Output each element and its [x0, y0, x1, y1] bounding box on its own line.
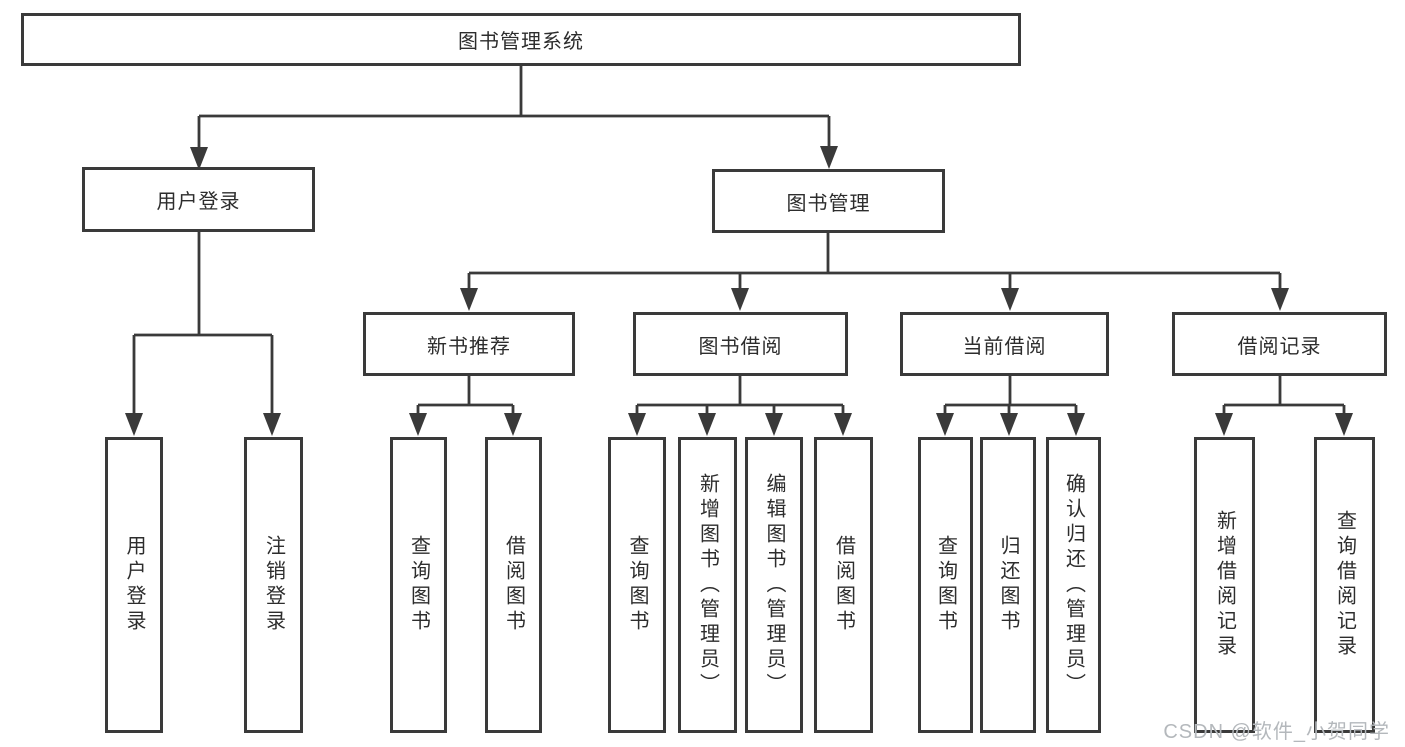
leaf-cur-query-books-label: 查询图书	[934, 535, 957, 635]
leaf-user-logout-label: 注销登录	[262, 535, 285, 635]
leaf-cur-return-books-label: 归还图书	[997, 535, 1019, 635]
arrowhead-icon	[1335, 413, 1353, 436]
leaf-cur-query-books: 查询图书	[918, 437, 973, 733]
leaf-hist-add-record-label: 新增借阅记录	[1213, 510, 1236, 660]
arrowhead-icons	[125, 146, 1353, 436]
arrowhead-icon	[460, 288, 478, 311]
leaf-bor-edit-books-admin-label: 编辑图书（管理员）	[763, 472, 785, 698]
leaf-user-login: 用户登录	[105, 437, 163, 733]
node-user-login: 用户登录	[82, 167, 315, 232]
connector-paths	[132, 66, 1346, 416]
leaf-user-logout: 注销登录	[244, 437, 303, 733]
leaf-rec-query-books-label: 查询图书	[407, 535, 430, 635]
node-book-borrow: 图书借阅	[633, 312, 848, 376]
node-book-borrow-label: 图书借阅	[698, 335, 783, 358]
arrowhead-icon	[1001, 288, 1019, 311]
node-book-management-label: 图书管理	[786, 192, 871, 215]
csdn-watermark: CSDN @软件_小贺同学	[1163, 721, 1390, 743]
leaf-bor-borrow-books: 借阅图书	[814, 437, 873, 733]
leaf-bor-borrow-books-label: 借阅图书	[832, 535, 855, 635]
arrowhead-icon	[936, 413, 954, 436]
arrowhead-icon	[190, 147, 208, 170]
node-root: 图书管理系统	[21, 13, 1021, 66]
node-new-book-recommend: 新书推荐	[363, 312, 575, 376]
arrowhead-icon	[1215, 413, 1233, 436]
leaf-bor-query-books: 查询图书	[608, 437, 666, 733]
leaf-hist-query-record: 查询借阅记录	[1314, 437, 1375, 733]
leaf-bor-add-books-admin-label: 新增图书（管理员）	[696, 472, 719, 698]
leaf-rec-query-books: 查询图书	[390, 437, 447, 733]
arrowhead-icon	[628, 413, 646, 436]
node-borrow-records: 借阅记录	[1172, 312, 1387, 376]
arrowhead-icon	[263, 413, 281, 436]
leaf-cur-return-books: 归还图书	[980, 437, 1036, 733]
leaf-hist-add-record: 新增借阅记录	[1194, 437, 1255, 733]
leaf-bor-query-books-label: 查询图书	[626, 535, 648, 635]
leaf-bor-add-books-admin: 新增图书（管理员）	[678, 437, 737, 733]
node-borrow-records-label: 借阅记录	[1237, 335, 1322, 358]
arrowhead-icon	[125, 413, 143, 436]
leaf-cur-confirm-return-admin: 确认归还（管理员）	[1046, 437, 1101, 733]
arrowhead-icon	[1067, 413, 1085, 436]
node-user-login-label: 用户登录	[156, 191, 241, 213]
leaf-rec-borrow-books-label: 借阅图书	[502, 535, 525, 635]
node-book-management: 图书管理	[712, 169, 945, 233]
arrowhead-icon	[504, 413, 522, 436]
arrowhead-icon	[834, 413, 852, 436]
leaf-cur-confirm-return-admin-label: 确认归还（管理员）	[1062, 472, 1085, 698]
node-current-borrow-label: 当前借阅	[962, 335, 1047, 358]
arrowhead-icon	[765, 413, 783, 436]
arrowhead-icon	[409, 413, 427, 436]
arrowhead-icon	[1000, 413, 1018, 436]
leaf-user-login-label: 用户登录	[123, 535, 145, 635]
node-new-book-recommend-label: 新书推荐	[427, 335, 511, 358]
node-current-borrow: 当前借阅	[900, 312, 1109, 376]
leaf-hist-query-record-label: 查询借阅记录	[1333, 510, 1356, 660]
leaf-rec-borrow-books: 借阅图书	[485, 437, 542, 733]
arrowhead-icon	[1271, 288, 1289, 311]
arrowhead-icon	[698, 413, 716, 436]
arrowhead-icon	[820, 146, 838, 169]
leaf-bor-edit-books-admin: 编辑图书（管理员）	[745, 437, 803, 733]
node-root-label: 图书管理系统	[458, 31, 584, 53]
arrowhead-icon	[731, 288, 749, 311]
